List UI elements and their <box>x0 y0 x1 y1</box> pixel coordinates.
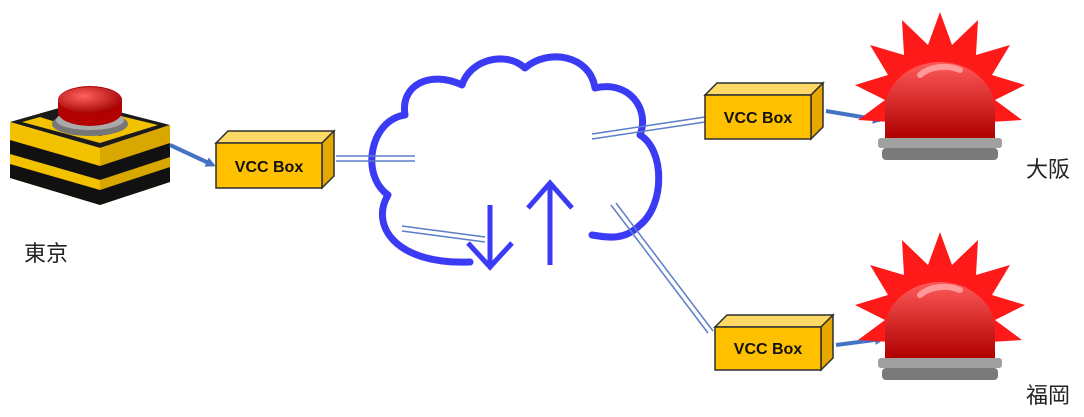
city-label-osaka: 大阪 <box>1026 158 1071 183</box>
city-label-fukuoka: 福岡 <box>1026 384 1071 409</box>
big-red-button-icon <box>10 86 170 205</box>
warning-siren-icon <box>855 232 1025 380</box>
network-link-tokyo <box>336 155 415 162</box>
vcc-box-tokyo: VCC Box <box>214 129 336 190</box>
network-link-cloud-bottom <box>401 225 486 243</box>
network-link-osaka <box>591 116 706 140</box>
up-down-arrows-icon <box>466 179 574 271</box>
vcc-box-label: VCC Box <box>235 159 304 176</box>
cloud-icon <box>368 53 663 266</box>
vcc-box-label: VCC Box <box>734 341 803 358</box>
tokyo-signal-arrow <box>169 143 216 167</box>
warning-siren-icon <box>855 12 1025 160</box>
network-link-fukuoka <box>610 202 714 334</box>
vcc-box-label: VCC Box <box>724 110 793 127</box>
city-label-tokyo: 東京 <box>24 242 69 267</box>
vcc-box-fukuoka: VCC Box <box>713 313 835 372</box>
vcc-box-osaka: VCC Box <box>703 81 825 141</box>
